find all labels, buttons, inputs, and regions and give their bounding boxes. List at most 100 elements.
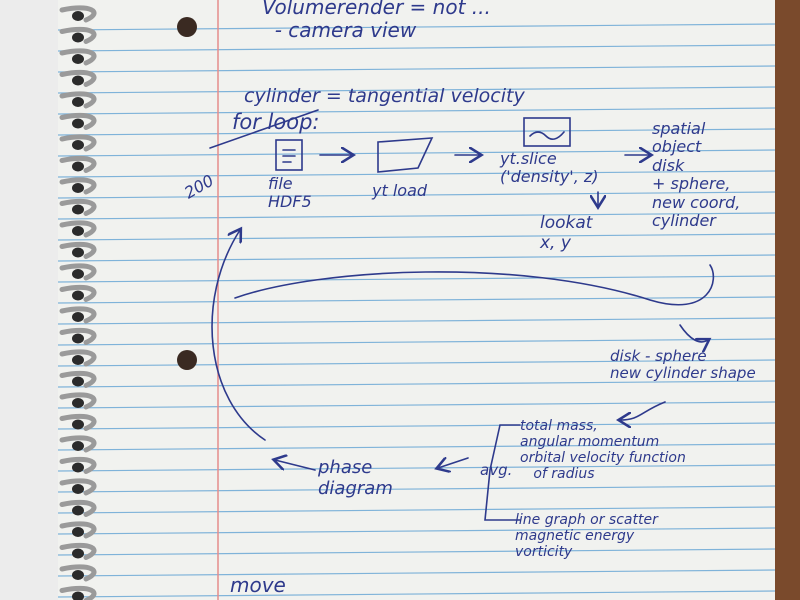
binding-hole — [72, 226, 84, 236]
spiral-coil — [59, 91, 97, 109]
binding-hole — [72, 75, 84, 86]
binding-hole — [72, 32, 84, 43]
box-sketch-icon — [377, 137, 434, 173]
rule-line — [57, 338, 776, 346]
spiral-coil — [59, 26, 97, 44]
spiral-coil — [59, 306, 97, 324]
disk-sphere-note: disk - sphere new cylinder shape — [610, 347, 756, 383]
spiral-coil — [59, 220, 97, 238]
binding-hole — [72, 505, 84, 516]
rule-line — [57, 464, 776, 472]
rule-line — [57, 65, 776, 73]
binding-hole — [72, 548, 84, 559]
spiral-coil — [59, 284, 97, 302]
rule-line — [57, 506, 776, 514]
phase-diagram-note: phase diagram — [318, 457, 393, 499]
spiral-coil — [59, 198, 97, 216]
file-hdf5-note: file HDF5 — [268, 174, 312, 212]
binding-hole — [72, 398, 84, 408]
rule-line — [57, 170, 776, 178]
rule-line — [57, 296, 776, 304]
cylinder-note: cylinder = tangential velocity — [244, 85, 525, 107]
bracket-stroke — [484, 424, 521, 521]
spiral-coil — [59, 564, 97, 582]
spiral-coil — [59, 478, 97, 496]
rule-line — [57, 380, 776, 388]
rule-line — [57, 44, 776, 52]
binding-hole — [72, 118, 84, 129]
arrow-left-icon — [438, 458, 469, 468]
binding-hole — [72, 247, 84, 258]
rule-line — [57, 212, 776, 220]
bottom-note: move — [230, 573, 286, 597]
total-mass-note: total mass, angular momentum orbital vel… — [520, 418, 686, 483]
spiral-coil — [59, 370, 97, 388]
ruled-lines — [57, 23, 776, 598]
rule-line — [57, 107, 776, 115]
curved-arrow-icon — [620, 401, 666, 420]
binding-hole — [72, 570, 84, 580]
binding-hole — [72, 376, 84, 387]
lookat-note: lookat x, y — [540, 213, 593, 253]
rule-line — [57, 422, 776, 430]
binding-hole — [72, 527, 84, 537]
binding-hole — [72, 204, 84, 215]
rule-line — [57, 548, 776, 556]
spiral-coil — [59, 542, 97, 560]
spiral-coil — [59, 241, 97, 259]
yt-slice-note: yt.slice ('density', z) — [500, 149, 599, 187]
binding-hole — [72, 269, 84, 279]
binding-hole — [72, 290, 84, 301]
yt-load-note: yt load — [372, 181, 428, 200]
for-loop-note: for loop: — [232, 110, 320, 134]
binding-hole — [72, 333, 84, 344]
curved-arrow-icon — [679, 324, 708, 342]
binding-hole — [72, 462, 84, 473]
rule-line — [57, 485, 776, 493]
binding-hole — [72, 591, 84, 600]
spiral-coil — [59, 349, 97, 367]
hole-punch-icon — [177, 17, 197, 37]
rule-line — [57, 590, 776, 598]
spiral-coil — [59, 134, 97, 152]
file-lines-icon — [282, 149, 296, 163]
header-note: Volumerender = not ... - camera view — [262, 0, 491, 42]
curved-arrow-icon — [234, 264, 715, 306]
spiral-binding-icon — [59, 5, 97, 600]
underline-stroke — [209, 109, 319, 149]
rule-line — [57, 149, 776, 157]
rule-line — [57, 275, 776, 283]
rule-line — [57, 128, 776, 136]
slice-wave-icon — [529, 131, 565, 140]
rule-line — [57, 443, 776, 451]
file-box-icon — [275, 139, 303, 171]
binding-hole — [72, 355, 84, 365]
binding-hole — [72, 484, 84, 494]
binding-hole — [72, 11, 84, 21]
spiral-coil — [59, 327, 97, 345]
slice-box-icon — [523, 117, 571, 147]
rule-line — [57, 359, 776, 367]
spiral-coil — [59, 263, 97, 281]
page-edge — [0, 0, 58, 600]
rule-line — [57, 317, 776, 325]
spiral-coil — [59, 521, 97, 539]
rule-line — [57, 527, 776, 535]
rule-line — [57, 254, 776, 262]
spiral-coil — [59, 48, 97, 66]
rule-line — [57, 569, 776, 577]
rule-line — [57, 86, 776, 94]
spiral-coil — [59, 392, 97, 410]
arrow-left-icon — [275, 460, 316, 471]
binding-hole — [72, 312, 84, 322]
spiral-coil — [59, 69, 97, 87]
spiral-coil — [59, 585, 97, 600]
hole-punch-icon — [177, 350, 197, 370]
curved-arrow-icon — [211, 230, 266, 441]
spiral-coil — [59, 177, 97, 195]
spiral-coil — [59, 456, 97, 474]
binding-hole — [72, 97, 84, 107]
rule-line — [57, 401, 776, 409]
